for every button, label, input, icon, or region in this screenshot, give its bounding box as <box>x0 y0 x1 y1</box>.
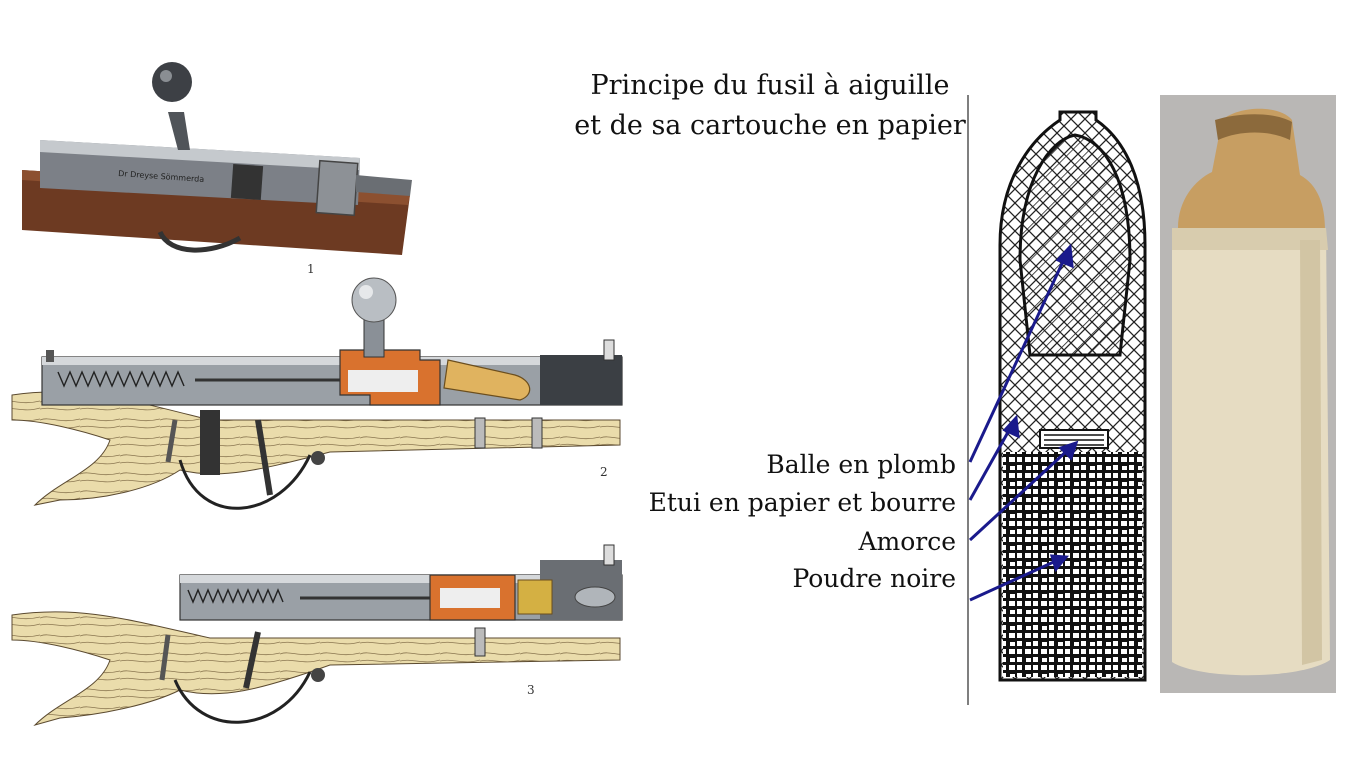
figure-3-cutaway-closed <box>11 544 623 726</box>
title-line-2: et de sa cartouche en papier <box>574 110 966 141</box>
figure-number-2: 2 <box>600 465 608 479</box>
figure-number-1: 1 <box>307 262 315 276</box>
label-balle-en-plomb: Balle en plomb <box>766 450 956 479</box>
title-line-1: Principe du fusil à aiguille <box>590 70 950 101</box>
label-amorce: Amorce <box>858 527 956 556</box>
diagram-title: Principe du fusil à aiguille et de sa ca… <box>560 66 980 146</box>
cartridge-cross-section <box>967 95 1160 705</box>
figure-number-3: 3 <box>527 683 535 697</box>
paper-cartridge-photo <box>1160 95 1336 693</box>
label-poudre-noire: Poudre noire <box>792 564 956 593</box>
figure-1-bolt-illustration: Dr Dreyse Sömmerda <box>22 62 412 255</box>
figure-2-cutaway-open <box>11 277 623 510</box>
label-etui-en-papier: Etui en papier et bourre <box>648 488 956 517</box>
